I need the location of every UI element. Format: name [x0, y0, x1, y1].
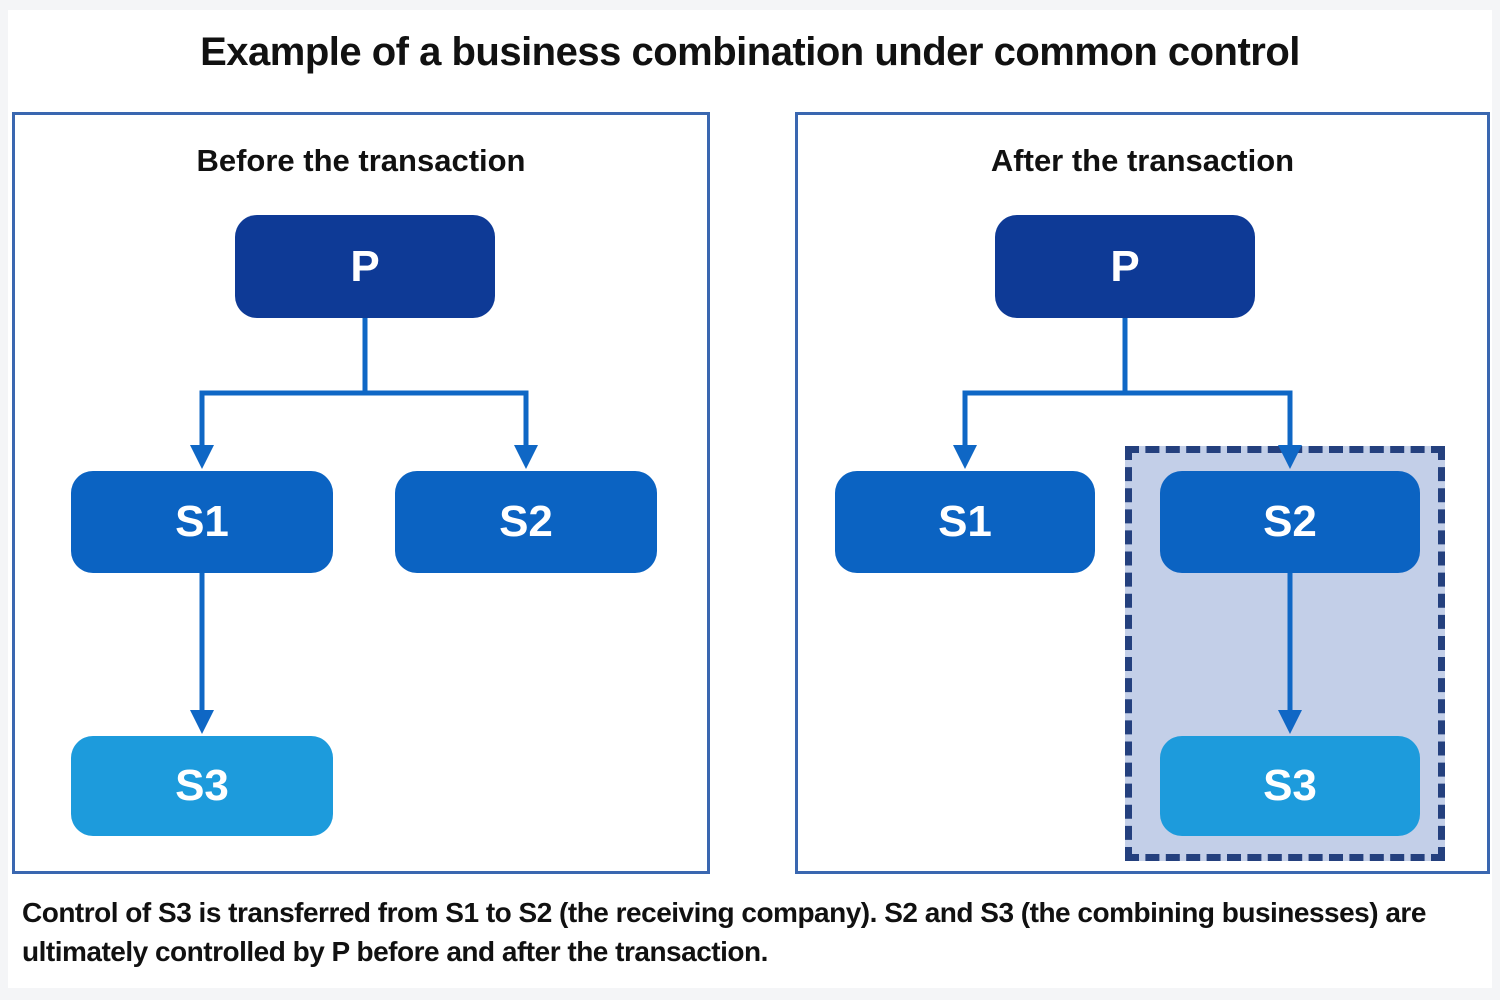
- node-s1-before: S1: [71, 471, 333, 573]
- node-s2-before: S2: [395, 471, 657, 573]
- node-s3-after: S3: [1160, 736, 1420, 836]
- panel-after-heading: After the transaction: [990, 143, 1295, 178]
- diagram-title: Example of a business combination under …: [200, 30, 1300, 74]
- node-s1-after: S1: [835, 471, 1095, 573]
- node-s2-after: S2: [1160, 471, 1420, 573]
- arrowhead-p-to-s1-before: [190, 445, 214, 469]
- node-p-before: P: [235, 215, 495, 318]
- caption-text: Control of S3 is transferred from S1 to …: [22, 897, 1426, 968]
- panel-after-transaction: After the transaction P S1 S2 S3: [795, 112, 1490, 874]
- arrowhead-s1-to-s3-before: [190, 710, 214, 734]
- panel-before-heading: Before the transaction: [196, 143, 526, 178]
- node-p-after: P: [995, 215, 1255, 318]
- arrowhead-p-to-s2-before: [514, 445, 538, 469]
- node-s3-before: S3: [71, 736, 333, 836]
- panel-before-transaction: Before the transaction P S1 S2 S3: [12, 112, 710, 874]
- arrowhead-p-to-s1-after: [953, 445, 977, 469]
